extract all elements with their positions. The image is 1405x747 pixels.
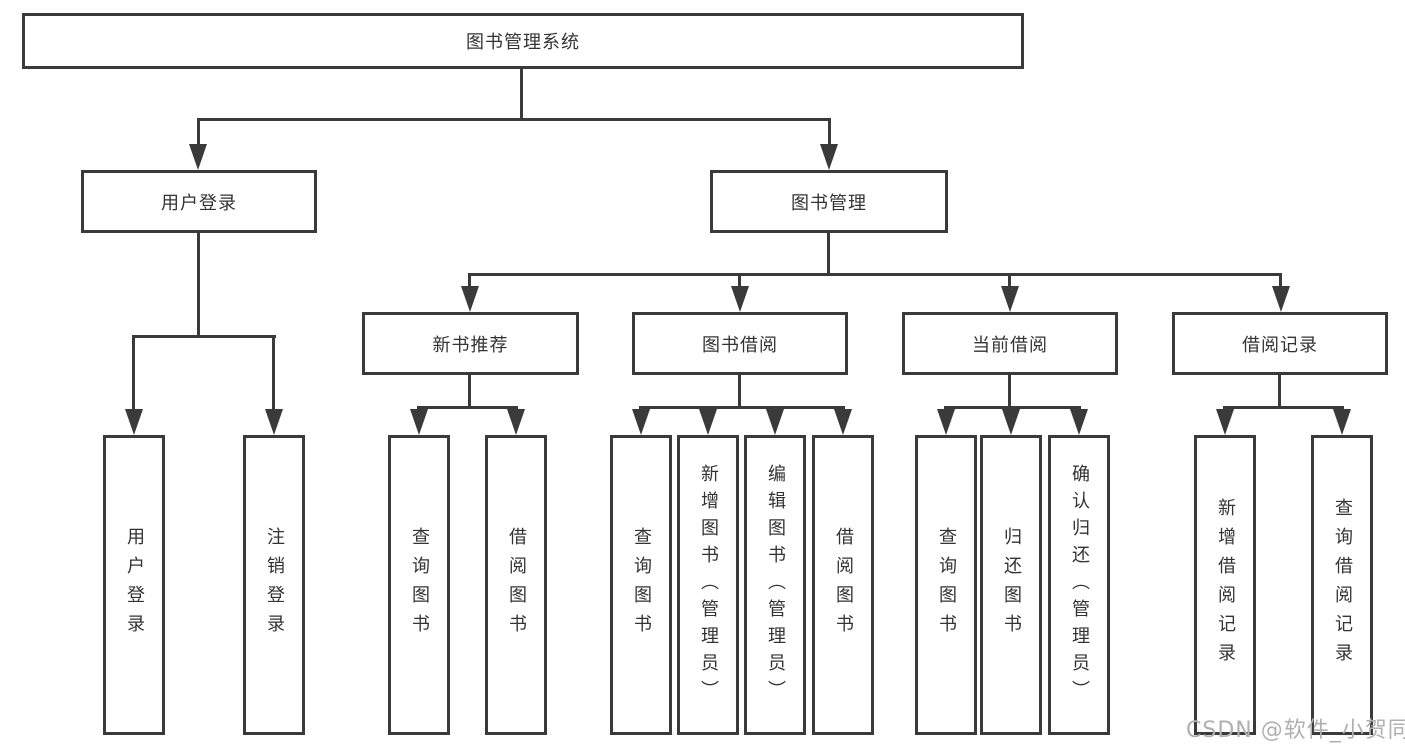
connector-line <box>197 233 200 338</box>
connector-line <box>944 406 1081 409</box>
connector-line <box>1278 375 1281 409</box>
arrowhead-down-icon <box>632 409 650 435</box>
connector-line <box>1279 273 1282 289</box>
connector-line <box>1223 406 1344 409</box>
node-label: 查询图书 <box>409 527 430 643</box>
leaf-borrow-books-2: 借阅图书 <box>812 435 874 735</box>
node-label: 借阅记录 <box>1242 334 1318 356</box>
connector-line <box>197 118 831 121</box>
leaf-query-books-2: 查询图书 <box>610 435 672 735</box>
connector-line <box>468 273 471 289</box>
node-book-borrowing: 图书借阅 <box>632 312 848 375</box>
node-user-login: 用户登录 <box>81 170 317 233</box>
node-label: 图书管理系统 <box>466 32 580 53</box>
leaf-confirm-return-admin: 确认归还（管理员） <box>1048 435 1110 735</box>
node-label: 新增借阅记录 <box>1215 498 1236 672</box>
arrowhead-down-icon <box>410 409 428 435</box>
arrowhead-down-icon <box>265 409 283 435</box>
arrowhead-down-icon <box>731 286 749 312</box>
connector-line <box>468 375 471 409</box>
connector-line <box>417 406 518 409</box>
arrowhead-down-icon <box>1216 409 1234 435</box>
leaf-user-login: 用户登录 <box>103 435 165 735</box>
node-label: 新增图书（管理员） <box>698 463 719 707</box>
leaf-query-books-1: 查询图书 <box>388 435 450 735</box>
connector-line <box>828 118 831 148</box>
node-label: 用户登录 <box>161 192 237 214</box>
node-label: 编辑图书（管理员） <box>765 463 786 707</box>
node-label: 图书借阅 <box>702 334 778 356</box>
connector-line <box>132 335 135 412</box>
leaf-logout: 注销登录 <box>243 435 305 735</box>
node-label: 查询图书 <box>631 527 652 643</box>
connector-line <box>468 273 1282 276</box>
arrowhead-down-icon <box>1002 409 1020 435</box>
node-label: 归还图书 <box>1001 527 1022 643</box>
node-label: 借阅图书 <box>506 527 527 643</box>
arrowhead-down-icon <box>766 409 784 435</box>
connector-line <box>738 375 741 409</box>
arrowhead-down-icon <box>820 144 838 170</box>
node-book-management: 图书管理 <box>710 170 948 233</box>
node-label: 用户登录 <box>124 527 145 643</box>
connector-line <box>132 335 276 338</box>
connector-line <box>1008 375 1011 409</box>
leaf-borrow-books-1: 借阅图书 <box>485 435 547 735</box>
connector-line <box>520 68 523 121</box>
node-label: 新书推荐 <box>432 334 509 356</box>
connector-line <box>272 335 275 412</box>
node-label: 借阅图书 <box>833 527 854 643</box>
connector-line <box>1008 273 1011 289</box>
node-library-management-system: 图书管理系统 <box>22 13 1024 69</box>
node-label: 查询图书 <box>936 527 957 643</box>
arrowhead-down-icon <box>125 409 143 435</box>
leaf-add-books-admin: 新增图书（管理员） <box>677 435 739 735</box>
node-current-borrowing: 当前借阅 <box>902 312 1118 375</box>
csdn-watermark: CSDN @软件_小贺同学 <box>1186 718 1405 743</box>
leaf-edit-books-admin: 编辑图书（管理员） <box>744 435 806 735</box>
node-borrowing-records: 借阅记录 <box>1172 312 1388 375</box>
connector-line <box>197 118 200 148</box>
leaf-add-borrow-record: 新增借阅记录 <box>1194 435 1256 735</box>
arrowhead-down-icon <box>937 409 955 435</box>
arrowhead-down-icon <box>461 286 479 312</box>
node-label: 图书管理 <box>791 192 867 214</box>
leaf-query-borrow-record: 查询借阅记录 <box>1311 435 1373 735</box>
arrowhead-down-icon <box>834 409 852 435</box>
connector-line <box>827 233 830 276</box>
arrowhead-down-icon <box>1333 409 1351 435</box>
node-label: 确认归还（管理员） <box>1069 463 1090 707</box>
connector-line <box>738 273 741 289</box>
node-new-book-recommendation: 新书推荐 <box>362 312 579 375</box>
node-label: 注销登录 <box>264 527 285 643</box>
node-label: 查询借阅记录 <box>1332 498 1353 672</box>
arrowhead-down-icon <box>1070 409 1088 435</box>
connector-line <box>639 406 845 409</box>
arrowhead-down-icon <box>1272 286 1290 312</box>
node-label: 当前借阅 <box>972 334 1048 356</box>
arrowhead-down-icon <box>699 409 717 435</box>
leaf-return-books: 归还图书 <box>980 435 1042 735</box>
arrowhead-down-icon <box>1001 286 1019 312</box>
arrowhead-down-icon <box>189 144 207 170</box>
arrowhead-down-icon <box>507 409 525 435</box>
leaf-query-books-3: 查询图书 <box>915 435 977 735</box>
